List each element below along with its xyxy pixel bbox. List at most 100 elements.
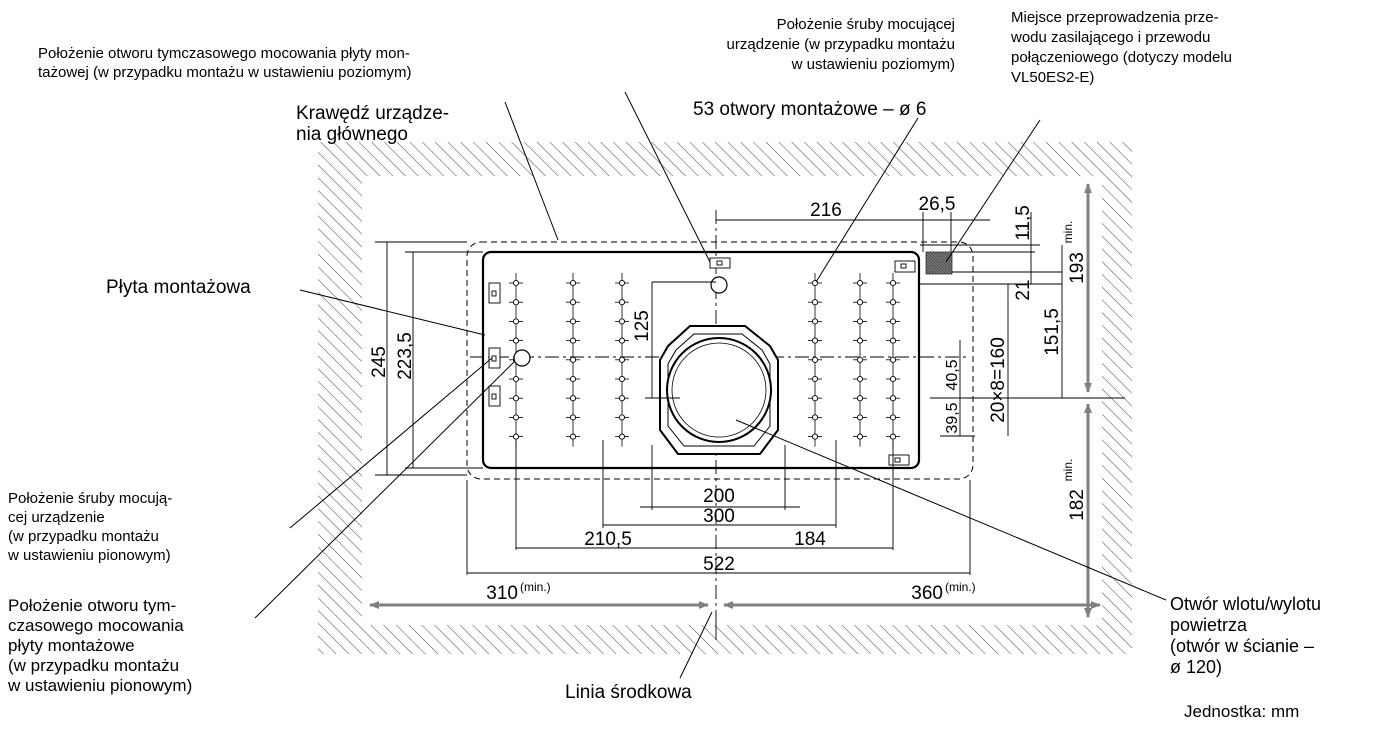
mounting-hole — [512, 414, 520, 421]
label-line: Położenie otworu tymczasowego mocowania … — [38, 45, 412, 81]
dim-245: 245 — [369, 346, 390, 378]
label-screw-horizontal: Położenie śruby mocującej urządzenie (w … — [726, 16, 955, 73]
mounting-hole — [512, 337, 520, 344]
mounting-hole — [856, 375, 864, 383]
label-mounting-holes: 53 otwory montażowe – ø 6 — [693, 99, 927, 120]
mounting-hole — [618, 375, 626, 383]
dim-310-min: (min.) — [520, 580, 551, 594]
mounting-hole — [811, 299, 819, 306]
mounting-hole — [618, 395, 626, 402]
dim-21: 21 — [1013, 279, 1034, 300]
mounting-hole — [569, 279, 577, 287]
label-air-hole: Otwór wlotu/wylotu powietrza (otwór w śc… — [1170, 594, 1322, 677]
mounting-hole — [889, 318, 897, 325]
label-center-line: Linia środkowa — [565, 682, 692, 703]
label-mounting-plate: Płyta montażowa — [106, 277, 251, 298]
mounting-hole — [618, 318, 626, 325]
dim-193-min: min. — [1061, 221, 1075, 244]
mounting-hole — [512, 395, 520, 402]
mounting-hole — [889, 433, 897, 440]
dim-193: 193 — [1067, 252, 1088, 284]
mounting-hole — [618, 279, 626, 287]
dim-210-5: 210,5 — [584, 529, 632, 550]
screw-hole-vertical — [513, 349, 531, 367]
mounting-hole — [512, 375, 520, 383]
mounting-hole — [569, 395, 577, 402]
dim-216: 216 — [810, 200, 842, 221]
screw-hole-horizontal — [710, 276, 728, 294]
mounting-hole — [889, 395, 897, 402]
mounting-holes-group — [509, 273, 900, 447]
mounting-hole — [889, 337, 897, 344]
mounting-hole — [856, 318, 864, 325]
mounting-hole — [569, 337, 577, 344]
dim-26-5: 26,5 — [919, 194, 956, 215]
mounting-hole — [811, 414, 819, 421]
mounting-hole — [569, 299, 577, 306]
mounting-hole — [618, 337, 626, 344]
dim-360: 360 — [911, 583, 943, 604]
mounting-hole — [811, 318, 819, 325]
dim-20x8: 20×8=160 — [988, 337, 1009, 423]
mounting-hole — [856, 279, 864, 287]
dim-360-min: (min.) — [945, 580, 976, 594]
dim-39-5: 39,5 — [944, 402, 961, 433]
dim-182-min: min. — [1061, 459, 1075, 482]
mounting-hole — [512, 279, 520, 287]
dim-310: 310 — [486, 583, 518, 604]
mounting-hole — [889, 414, 897, 421]
mounting-hole — [618, 299, 626, 306]
dimension-lines — [375, 212, 1125, 575]
dimension-texts: 216 26,5 11,5 21 193 min. 151,5 245 223,… — [369, 194, 1088, 604]
label-plate-hole-vertical: Położenie otworu tym- czasowego mocowani… — [8, 596, 193, 695]
air-duct-hole — [659, 325, 779, 455]
mounting-hole — [811, 433, 819, 440]
mounting-hole — [811, 395, 819, 402]
label-cable-passage: Miejsce przeprowadzenia prze- wodu zasil… — [1011, 9, 1232, 86]
mounting-hole — [889, 375, 897, 383]
label-plate-hole-horizontal: Położenie otworu tymczasowego mocowania … — [38, 44, 411, 82]
dim-184: 184 — [794, 529, 826, 550]
mounting-hole — [856, 356, 864, 363]
mounting-hole — [856, 299, 864, 306]
dim-300: 300 — [703, 506, 735, 527]
mounting-hole — [856, 414, 864, 421]
mounting-hole — [618, 356, 626, 363]
mounting-hole — [569, 318, 577, 325]
dim-200: 200 — [703, 486, 735, 507]
mounting-hole — [889, 279, 897, 287]
mounting-hole — [569, 356, 577, 363]
mounting-hole — [889, 299, 897, 306]
mounting-hole — [569, 414, 577, 421]
label-screw-vertical: Położenie śruby mocują- cej urządzenie (… — [8, 490, 173, 564]
mounting-hole — [512, 299, 520, 306]
dim-11-5: 11,5 — [1013, 205, 1034, 241]
dim-223-5: 223,5 — [395, 332, 416, 380]
mounting-hole — [618, 433, 626, 440]
cable-passage-pad — [925, 251, 953, 275]
mounting-hole — [856, 337, 864, 344]
mounting-hole — [856, 433, 864, 440]
mounting-hole — [618, 414, 626, 421]
dim-125: 125 — [632, 310, 653, 342]
dim-182: 182 — [1067, 489, 1088, 521]
clearance-arrows — [369, 183, 1101, 618]
temp-fixing-slots — [488, 257, 916, 466]
dim-151-5: 151,5 — [1042, 308, 1063, 356]
mounting-hole — [811, 375, 819, 383]
mounting-hole — [811, 356, 819, 363]
mounting-hole — [512, 433, 520, 440]
leader-lines — [254, 91, 1167, 679]
mounting-plate — [481, 250, 921, 470]
unit-edge-outline — [466, 241, 974, 480]
mounting-hole — [512, 318, 520, 325]
label-unit: Jednostka: mm — [1184, 702, 1300, 721]
mounting-hole — [889, 356, 897, 363]
dim-40-5: 40,5 — [944, 359, 961, 390]
mounting-hole — [811, 337, 819, 344]
dim-522: 522 — [703, 554, 735, 575]
mounting-hole — [856, 395, 864, 402]
mounting-hole — [569, 433, 577, 440]
